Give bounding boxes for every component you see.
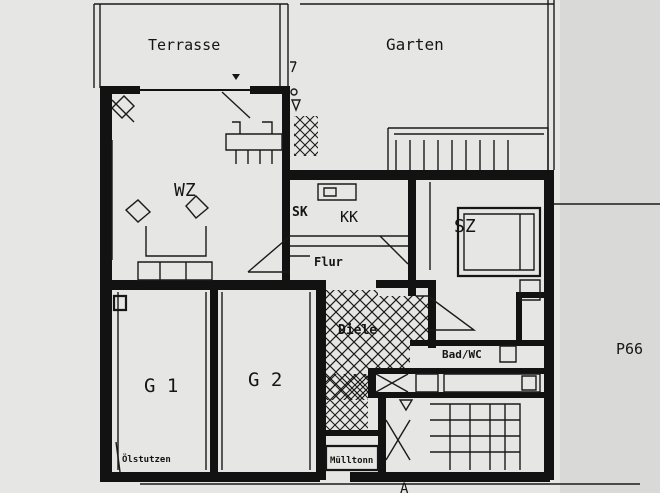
sz-bed — [416, 182, 542, 331]
label-oelstutzen: Ölstutzen — [122, 454, 171, 465]
label-muell: Mülltonn — [330, 456, 373, 466]
label-sz: SZ — [454, 216, 476, 237]
label-g2: G 2 — [248, 369, 282, 391]
label-lot: P66 — [616, 340, 643, 358]
marks — [232, 74, 414, 412]
label-wz: WZ — [174, 180, 196, 201]
garden-steps — [290, 61, 549, 170]
arrow-mark — [232, 74, 240, 80]
label-diele: Diele — [338, 323, 377, 338]
label-g1: G 1 — [144, 375, 178, 397]
muell-box — [324, 444, 380, 472]
interior-walls — [100, 176, 546, 482]
label-kk: KK — [340, 208, 358, 226]
property-lines — [93, 0, 660, 485]
bad-fixtures — [375, 345, 541, 393]
garage-doors — [112, 292, 311, 473]
diele-hatch — [294, 116, 428, 430]
room-labels: Terrasse Garten WZ SK KK SZ Flur Diele B… — [122, 35, 643, 493]
label-badwc: Bad/WC — [442, 348, 482, 361]
label-flur: Flur — [314, 255, 343, 269]
flur-stairs — [247, 235, 409, 273]
label-sk: SK — [292, 205, 308, 220]
label-terrasse: Terrasse — [148, 36, 220, 54]
label-garten: Garten — [386, 35, 444, 54]
kk-furniture — [290, 183, 408, 237]
lower-stairs — [385, 403, 521, 470]
label-bottom-mark: A — [400, 481, 409, 493]
wz-furniture — [111, 91, 283, 281]
